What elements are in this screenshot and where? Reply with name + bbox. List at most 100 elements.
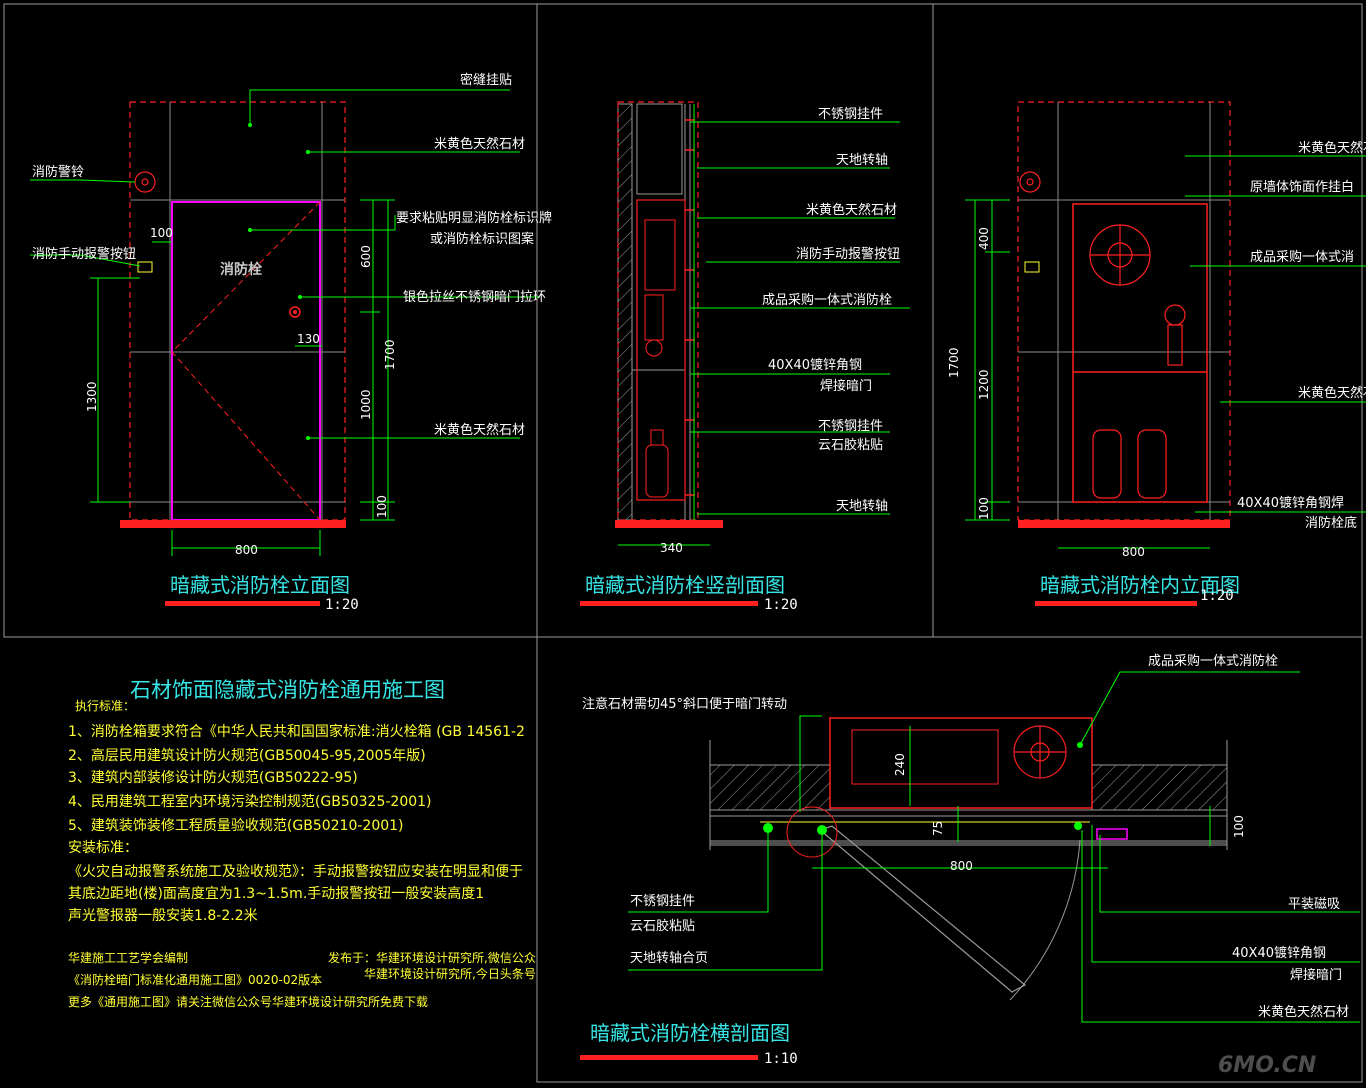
door-handle-icon: [289, 306, 301, 318]
notes-footer-publish: 发布于：华建环境设计研究所,微信公众: [328, 950, 536, 965]
label-sign-req-2: 或消防栓标识图案: [430, 231, 534, 247]
interior-cabinet: [1072, 203, 1208, 503]
dim-1000: 1000: [359, 389, 373, 420]
label-cabinet-3: 成品采购一体式消: [1250, 249, 1354, 265]
notes-footer-more: 更多《通用施工图》请关注微信公众号华建环境设计研究所免费下载: [68, 994, 428, 1009]
notes-item-1: 1、消防栓箱要求符合《中华人民共和国国家标准:消火栓箱 (GB 14561-2: [68, 723, 525, 740]
view4-title-underline: [580, 1055, 758, 1060]
view4-scale: 1:10: [764, 1051, 798, 1067]
label-bevel: 注意石材需切45°斜口便于暗门转动: [582, 696, 787, 712]
label-pivot-top: 天地转轴: [836, 153, 888, 168]
stone-panel-outline: [129, 101, 346, 521]
sheet-frames: [3, 3, 1363, 1083]
label-steel-2: 焊接暗门: [820, 378, 872, 394]
label-wall-base: 原墙体饰面作挂白: [1250, 179, 1354, 195]
label-pivot-4: 天地转轴合页: [630, 951, 708, 966]
view-elevation: 消防栓 密缝挂贴 米黄色天然石材 消防警铃 要求粘贴明显消防栓标识牌 或消防栓标…: [30, 72, 552, 613]
notes-install-title: 安装标准：: [68, 840, 138, 856]
view2-title: 暗藏式消防栓竖剖面图: [585, 573, 785, 597]
wall-hatch-left: [709, 764, 831, 811]
label-cabinet-4: 成品采购一体式消防栓: [1148, 653, 1278, 669]
extinguisher-icon-2: [1092, 429, 1167, 499]
dim-240: 240: [893, 753, 907, 776]
door-label: 消防栓: [220, 261, 262, 278]
view1-title-underline: [165, 601, 320, 606]
notes-install-1: 《火灾自动报警系统施工及验收规范》：手动报警按钮应安装在明显和便于: [68, 863, 523, 880]
dim-1700: 1700: [383, 339, 397, 370]
dim-800: 800: [235, 543, 258, 557]
label-steel-4: 40X40镀锌角钢: [1232, 945, 1326, 961]
label-stone: 米黄色天然石材: [806, 202, 897, 218]
label-pivot-bottom: 天地转轴: [836, 499, 888, 514]
valve-icon-2: [1164, 304, 1186, 366]
notes-install-2: 其底边距地(楼)面高度宜为1.3~1.5m.手动报警按钮一般安装高度1: [68, 885, 484, 902]
notes-heading: 石材饰面隐藏式消防栓通用施工图: [130, 678, 445, 702]
interior-outline: [1017, 101, 1231, 521]
notes-install-3: 声光警报器一般安装1.8-2.2米: [68, 908, 258, 924]
label-hanger-2: 云石胶粘贴: [818, 437, 883, 453]
notes-footer-publish2: 华建环境设计研究所,今日头条号: [364, 966, 536, 981]
dim-100: 100: [150, 226, 173, 240]
extinguisher-icon: [645, 429, 669, 498]
dim-75: 75: [931, 821, 945, 836]
dim-1300: 1300: [85, 381, 99, 412]
dim-1700-3: 1700: [947, 347, 961, 378]
label-steel-4b: 焊接暗门: [1290, 967, 1342, 983]
label-ss-hanger: 不锈钢挂件: [818, 107, 883, 122]
label-alarm-bell: 消防警铃: [32, 164, 84, 180]
dim-1200: 1200: [977, 369, 991, 400]
view-interior-elevation: 米黄色天然石材 原墙体饰面作挂白 成品采购一体式消 米黄色天然石材 40X40镀…: [947, 101, 1366, 606]
manual-button-icon: [137, 261, 153, 273]
floor-line: [120, 520, 346, 528]
label-hanger-4b: 云石胶粘贴: [630, 918, 695, 934]
label-stone-mid: 米黄色天然石材: [1298, 385, 1366, 401]
label-magnet: 平装磁吸: [1288, 897, 1340, 912]
view-vertical-section: 不锈钢挂件 天地转轴 米黄色天然石材 消防手动报警按钮 成品采购一体式消防栓 4…: [580, 101, 910, 613]
label-hanger-4: 不锈钢挂件: [630, 894, 695, 909]
label-base: 消防栓底: [1305, 515, 1357, 531]
valve-icon: [644, 294, 664, 357]
notes-footer-version: 《消防栓暗门标准化通用施工图》0020-02版本: [68, 972, 322, 987]
alarm-bell-icon-2: [1019, 171, 1041, 193]
label-steel-1: 40X40镀锌角钢: [768, 357, 862, 373]
dim-100-bottom: 100: [375, 495, 389, 518]
alarm-bell-icon: [134, 171, 156, 193]
view3-title: 暗藏式消防栓内立面图: [1040, 573, 1240, 597]
cabinet-plan: [829, 717, 1093, 809]
label-manual-button: 消防手动报警按钮: [32, 246, 136, 262]
view2-scale: 1:20: [764, 597, 798, 613]
dim-340: 340: [660, 541, 683, 555]
view3-title-underline: [1035, 601, 1197, 606]
notes-item-4: 4、民用建筑工程室内环境污染控制规范(GB50325-2001): [68, 793, 432, 810]
label-door-handle: 银色拉丝不锈钢暗门拉环: [403, 289, 546, 305]
manual-button-icon-2: [1024, 261, 1040, 273]
notes-block: 石材饰面隐藏式消防栓通用施工图 执行标准： 1、消防栓箱要求符合《中华人民共和国…: [68, 678, 536, 1009]
dim-800-3: 800: [1122, 545, 1145, 559]
floor-line-2: [615, 520, 723, 528]
hose-reel-icon-2: [1013, 725, 1067, 779]
label-stone-top-3: 米黄色天然石材: [1298, 140, 1366, 156]
dim-600: 600: [359, 245, 373, 268]
view1-scale: 1:20: [325, 597, 359, 613]
wall-hatch-right: [1091, 764, 1228, 811]
dim-800-4: 800: [950, 859, 973, 873]
label-stone-4: 米黄色天然石材: [1258, 1004, 1349, 1020]
label-stone-bottom: 米黄色天然石材: [434, 422, 525, 438]
label-seam: 密缝挂贴: [460, 72, 512, 88]
floor-line-3: [1018, 520, 1230, 528]
door-swing-plan: [818, 825, 1027, 993]
door-swing-line: [171, 201, 321, 521]
wall-hatch: [617, 103, 633, 521]
dim-130: 130: [297, 332, 320, 346]
notes-exec-title: 执行标准：: [75, 699, 135, 713]
view3-scale: 1:20: [1200, 588, 1234, 604]
hidden-door-outline: [171, 201, 321, 521]
notes-item-5: 5、建筑装饰装修工程质量验收规范(GB50210-2001): [68, 817, 404, 834]
notes-item-3: 3、建筑内部装修设计防火规范(GB50222-95): [68, 769, 358, 786]
dim-400: 400: [977, 227, 991, 250]
label-sign-req-1: 要求粘贴明显消防栓标识牌: [396, 210, 552, 226]
view1-title: 暗藏式消防栓立面图: [170, 573, 350, 597]
dim-100-4: 100: [1232, 815, 1246, 838]
view2-title-underline: [580, 601, 758, 606]
label-hanger-1: 不锈钢挂件: [818, 419, 883, 434]
